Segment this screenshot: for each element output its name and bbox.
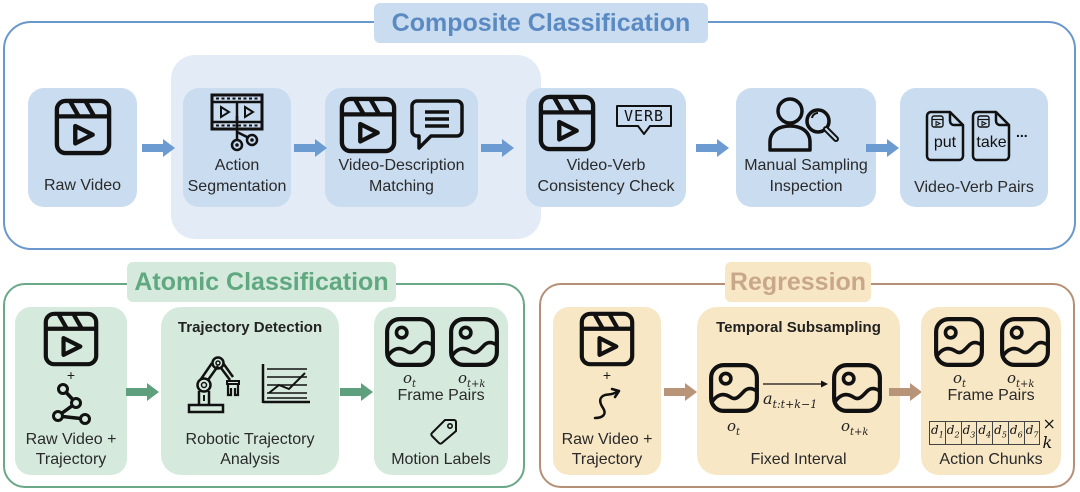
- image-frame-icon: [831, 362, 883, 414]
- atomic-process-heading: Trajectory Detection: [177, 319, 323, 336]
- atomic-motion-labels: Motion Labels: [391, 451, 491, 468]
- video-clapper-icon: [339, 96, 397, 154]
- trajectory-nodes-icon: [52, 383, 91, 425]
- plus-sign: +: [66, 367, 76, 383]
- regression-process-heading: Temporal Subsampling: [716, 319, 881, 336]
- verb-badge-text: VERB: [623, 107, 665, 125]
- frame-label-otk: ot+k: [458, 369, 486, 390]
- action-chunk-cell: d7: [1024, 421, 1041, 445]
- action-label: at:t+k−1: [763, 389, 818, 412]
- image-frame-icon: [933, 316, 985, 368]
- action-chunk-cell: d3: [961, 421, 978, 445]
- regression-action-chunks-label: Action Chunks: [939, 451, 1043, 468]
- tag-icon: [430, 419, 457, 445]
- chunk-multiplier: × k: [1042, 414, 1056, 452]
- step-label: Video-Description: [338, 157, 465, 174]
- image-frame-icon: [708, 362, 760, 414]
- arrow-right: [481, 139, 514, 157]
- arrow-right: [696, 139, 729, 157]
- arrow-right: [664, 383, 697, 401]
- image-frame-icon: [384, 316, 436, 368]
- step-video-verb-pairs: put take ... Video-Verb Pairs: [900, 88, 1048, 207]
- action-chunk-cell: d6: [1008, 421, 1025, 445]
- atomic-output-box: ot ot+k Frame Pairs Motion Labels: [374, 307, 508, 475]
- atomic-process-box: Trajectory Detection Robotic Trajectory …: [161, 307, 339, 475]
- atomic-input-box: + Raw Video + Trajectory: [15, 307, 127, 475]
- regression-frame-pairs-label: Frame Pairs: [947, 387, 1035, 404]
- transition-arrow: [763, 380, 828, 388]
- composite-title: Composite Classification: [374, 3, 708, 43]
- line-chart-icon: [261, 364, 310, 404]
- verb-put: put: [933, 134, 957, 151]
- trajectory-curve-icon: [593, 387, 621, 420]
- atomic-process-label: Analysis: [220, 451, 280, 468]
- regression-input-label: Raw Video +: [561, 431, 653, 448]
- regression-input-label: Trajectory: [571, 451, 643, 468]
- document-video-icon: take: [971, 110, 1012, 162]
- arrow-right: [889, 383, 922, 401]
- action-chunk-cell: d5: [993, 421, 1009, 445]
- frame-label-ot: ot: [953, 369, 967, 390]
- document-video-icon: put: [925, 110, 966, 162]
- verb-bubble-icon: VERB: [614, 104, 674, 135]
- step-label: Raw Video: [43, 177, 122, 194]
- action-chunk-cell: d2: [945, 421, 962, 445]
- atomic-input-label: Raw Video +: [25, 431, 117, 448]
- atomic-title: Atomic Classification: [127, 262, 396, 302]
- step-label: Consistency Check: [537, 178, 675, 195]
- video-clapper-icon: [54, 98, 112, 156]
- action-chunk-cell: d1: [929, 421, 946, 445]
- step-video-description-matching: Video-Description Matching: [325, 88, 478, 207]
- verb-take: take: [976, 134, 1007, 151]
- arrow-right: [340, 383, 373, 401]
- atomic-process-label: Robotic Trajectory: [185, 431, 315, 448]
- frame-label-otk: ot+k: [1007, 369, 1035, 390]
- plus-sign: +: [602, 367, 612, 383]
- step-label: Matching: [369, 178, 434, 195]
- arrow-right: [142, 139, 175, 157]
- step-label: Video-Verb Pairs: [914, 179, 1034, 196]
- video-clapper-icon: [538, 94, 596, 152]
- step-label: Manual Sampling: [744, 157, 868, 174]
- frame-label-ot: ot: [403, 369, 417, 390]
- comment-icon: [410, 99, 464, 150]
- step-label: Video-Verb: [566, 157, 646, 174]
- regression-input-box: + Raw Video + Trajectory: [553, 307, 661, 475]
- step-label: Inspection: [769, 178, 843, 195]
- image-frame-icon: [448, 316, 500, 368]
- image-frame-icon: [999, 316, 1051, 368]
- step-raw-video: Raw Video: [28, 88, 137, 207]
- video-clapper-icon: [43, 311, 99, 367]
- step-label: Action: [214, 157, 260, 174]
- film-scissors-icon: [210, 93, 264, 152]
- step-label: Segmentation: [187, 178, 287, 195]
- robot-arm-icon: [187, 356, 240, 414]
- frame-label-ot: ot: [727, 417, 741, 438]
- user-search-icon: [768, 97, 839, 152]
- step-manual-sampling-inspection: Manual Sampling Inspection: [736, 88, 876, 207]
- regression-process-box: Temporal Subsampling at:t+k−1 ot ot+k Fi…: [697, 307, 900, 475]
- regression-title: Regression: [725, 262, 871, 302]
- step-video-verb-consistency-check: VERB Video-Verb Consistency Check: [526, 88, 686, 207]
- atomic-frame-pairs-label: Frame Pairs: [397, 387, 485, 404]
- arrow-right: [866, 139, 899, 157]
- arrow-right: [294, 139, 327, 157]
- more-ellipsis: ...: [1016, 124, 1028, 140]
- atomic-input-label: Trajectory: [35, 451, 107, 468]
- step-action-segmentation: Action Segmentation: [183, 88, 291, 207]
- frame-label-otk: ot+k: [841, 417, 869, 438]
- video-clapper-icon: [579, 311, 635, 367]
- arrow-right: [126, 383, 159, 401]
- regression-process-label: Fixed Interval: [750, 451, 847, 468]
- action-chunk-cell: d4: [977, 421, 994, 445]
